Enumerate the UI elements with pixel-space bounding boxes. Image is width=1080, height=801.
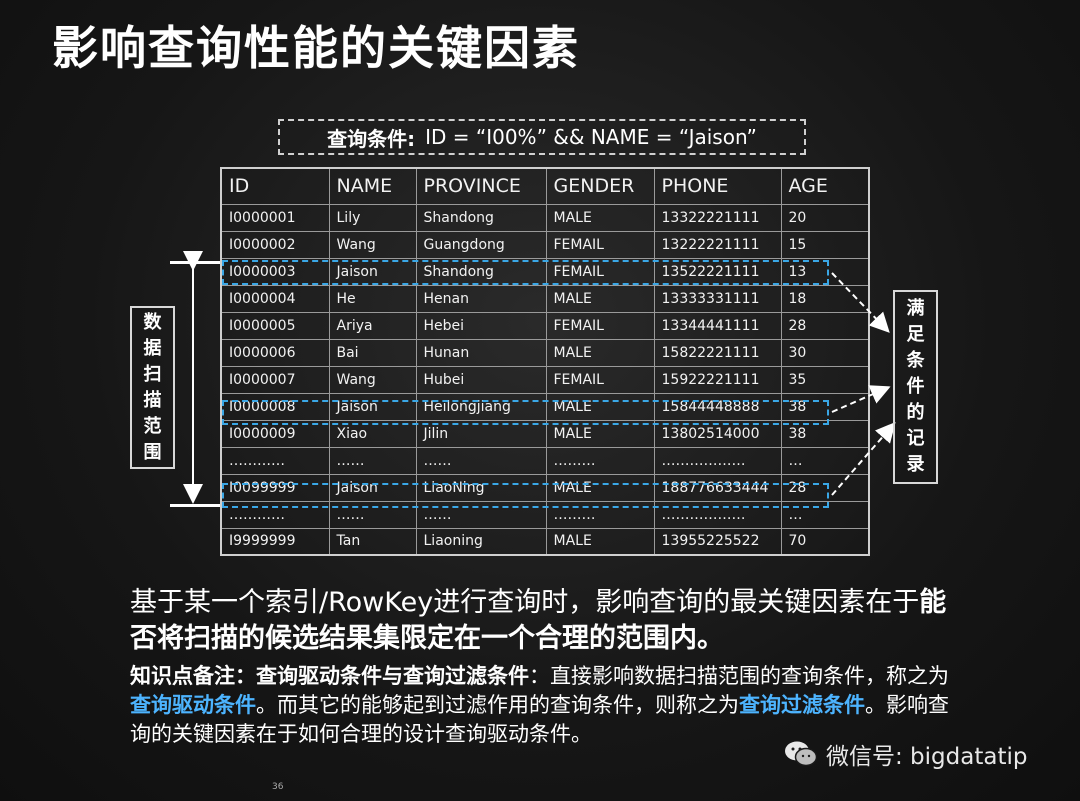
table-cell: ……… [545,446,655,475]
table-cell: …… [328,446,417,475]
wechat-icon [785,741,818,767]
table-cell: I0000001 [220,203,330,232]
scan-range-label: 数 据 扫 描 范 围 [130,306,175,469]
wechat-watermark: 微信号: bigdatatip [784,736,1027,772]
match-label-char: 满 [906,298,925,319]
main-statement: 基于某一个索引/RowKey进行查询时，影响查询的最关键因素在于能否将扫描的候选… [130,585,960,657]
table-cell: Liaoning [415,527,547,556]
header-cell: AGE [780,167,870,205]
table-cell: 15844448888 [653,392,782,421]
scan-label-char: 据 [143,337,162,359]
table-cell: I0000003 [220,257,330,286]
table-row: ……………………………………………… [220,500,870,529]
data-table: ID NAME PROVINCE GENDER PHONE AGE I00000… [220,167,870,556]
note-label: 知识点备注：查询驱动条件与查询过滤条件 [130,664,529,688]
match-highlight [222,400,829,425]
match-label-char: 条 [906,350,925,371]
match-label-char: 记 [906,428,925,449]
table-cell: 70 [780,527,870,556]
match-label-char: 录 [906,454,925,475]
header-cell: NAME [328,167,417,205]
table-cell: ……………… [653,500,782,529]
table-cell: MALE [545,203,655,232]
table-cell: I0000004 [220,284,330,313]
table-cell: 13344441111 [653,311,782,340]
watermark-text: 微信号: bigdatatip [826,744,1028,770]
note-text: 。影响查询的关键因素在于如何合理的设计查询驱动条件。 [130,693,949,746]
table-cell: I9999999 [220,527,330,556]
page-number: 36 [272,782,284,792]
table-cell: …… [328,500,417,529]
table-cell: LiaoNing [415,473,547,502]
table-cell: MALE [545,527,655,556]
table-cell: FEMAIL [545,230,655,259]
match-label-char: 件 [906,376,925,397]
table-cell: ……………… [653,446,782,475]
table-cell: 15922221111 [653,365,782,394]
match-highlight [222,260,829,285]
table-cell: 13955225522 [653,527,782,556]
table-cell: 15822221111 [653,338,782,367]
table-cell: 28 [780,311,870,340]
match-highlight [222,483,829,508]
table-cell: …… [415,500,547,529]
table-cell: MALE [545,338,655,367]
note-text: 。而其它的能够起到过滤作用的查询条件，则称之为 [256,693,739,717]
note-text: ：直接影响数据扫描范围的查询条件，称之为 [529,664,949,688]
table-cell: I0000007 [220,365,330,394]
table-cell: I0000008 [220,392,330,421]
match-arrow [831,385,891,413]
note-term-driving: 查询驱动条件 [130,693,256,717]
table-row: ……………………………………………… [220,446,870,475]
scan-label-char: 范 [143,415,162,437]
match-label-char: 足 [906,324,925,345]
scan-label-char: 描 [143,389,162,411]
query-label: 查询条件: [327,126,416,151]
query-condition-box: 查询条件: ID = “I00%” && NAME = “Jaison” [278,119,806,155]
scan-range-bottom-line [170,504,220,507]
table-cell: 13333331111 [653,284,782,313]
main-statement-bold: 能否将扫描的候选结果集限定在一个合理的范围内。 [130,587,947,654]
table-cell: … [780,500,870,529]
table-cell: FEMAIL [545,311,655,340]
scan-label-char: 数 [143,311,162,333]
table-cell: 35 [780,365,870,394]
table-cell: Hubei [415,365,547,394]
matched-records-label: 满 足 条 件 的 记 录 [893,290,938,484]
table-cell: Ariya [328,311,417,340]
table-cell: …… [415,446,547,475]
table-cell: Jaison [328,392,417,421]
table-cell: Wang [328,365,417,394]
match-label-char: 的 [906,402,925,423]
scan-label-char: 围 [143,441,162,463]
match-arrow [831,272,890,333]
table-cell: Lily [328,203,417,232]
header-cell: PHONE [653,167,782,205]
scan-label-char: 扫 [143,363,162,385]
slide-title: 影响查询性能的关键因素 [52,21,580,75]
note-term-filtering: 查询过滤条件 [739,693,865,717]
query-condition: ID = “I00%” && NAME = “Jaison” [425,125,757,149]
knowledge-note: 知识点备注：查询驱动条件与查询过滤条件：直接影响数据扫描范围的查询条件，称之为查… [130,662,960,749]
main-statement-plain: 基于某一个索引/RowKey进行查询时，影响查询的最关键因素在于 [130,587,920,618]
table-cell: Tan [328,527,417,556]
match-arrow [831,421,896,496]
table-cell: 13 [780,257,870,286]
table-cell: 20 [780,203,870,232]
table-cell: 13522221111 [653,257,782,286]
table-cell: 15 [780,230,870,259]
table-cell: 30 [780,338,870,367]
table-cell: Guangdong [415,230,547,259]
